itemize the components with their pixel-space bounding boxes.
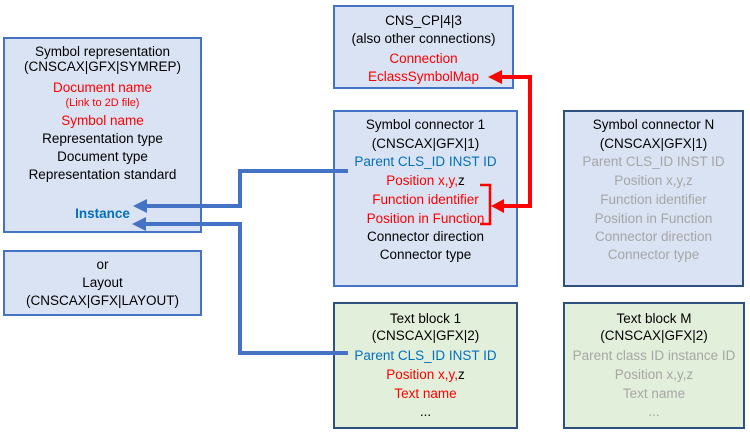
layout-box: or Layout (CNSCAX|GFX|LAYOUT) bbox=[3, 250, 202, 316]
document-type-line: Document type bbox=[57, 149, 148, 164]
representation-standard-line: Representation standard bbox=[28, 167, 177, 182]
connector-type-line-n: Connector type bbox=[607, 247, 700, 262]
representation-type-line: Representation type bbox=[42, 131, 163, 146]
parent-cls-id-line: Parent CLS_ID INST ID bbox=[354, 154, 497, 169]
text-block-1-title: Text block 1 bbox=[389, 311, 462, 326]
link-to-2d-file-note: (Link to 2D file) bbox=[65, 97, 140, 109]
tbm-parent-line: Parent class ID instance ID bbox=[572, 348, 736, 363]
connector-direction-line-n: Connector direction bbox=[594, 229, 713, 244]
symbol-connector-n-subtitle: (CNSCAX|GFX|1) bbox=[599, 136, 708, 151]
layout-title: Layout bbox=[82, 275, 123, 290]
symbol-connector-1-subtitle: (CNSCAX|GFX|1) bbox=[371, 136, 480, 151]
function-identifier-line-n: Function identifier bbox=[600, 192, 707, 207]
symbol-connector-n-box: Symbol connector N (CNSCAX|GFX|1) Parent… bbox=[563, 110, 744, 287]
symbol-representation-title: Symbol representation bbox=[34, 44, 171, 59]
tbm-ellipsis: ... bbox=[648, 404, 660, 419]
text-block-m-box: Text block M (CNSCAX|GFX|2) Parent class… bbox=[563, 302, 745, 429]
cns-cp-note: (also other connections) bbox=[351, 31, 496, 46]
symbol-representation-box: Symbol representation (CNSCAX|GFX|SYMREP… bbox=[3, 37, 202, 233]
text-block-m-subtitle: (CNSCAX|GFX|2) bbox=[600, 328, 708, 343]
tb1-position-z-text: z bbox=[458, 367, 465, 382]
symbol-name-line: Symbol name bbox=[61, 113, 144, 128]
cns-cp-box: CNS_CP|4|3 (also other connections) Conn… bbox=[333, 5, 514, 89]
tb1-position-xyz-line: Position x,y,z bbox=[335, 366, 516, 384]
tbm-text-name-line: Text name bbox=[622, 386, 686, 401]
parent-cls-id-line-n: Parent CLS_ID INST ID bbox=[582, 154, 725, 169]
eclass-symbol-map-line: EclassSymbolMap bbox=[367, 69, 480, 84]
position-xyz-line-n: Position x,y,z bbox=[614, 173, 693, 188]
or-label: or bbox=[96, 257, 109, 272]
text-block-1-box: Text block 1 (CNSCAX|GFX|2) Parent CLS_I… bbox=[333, 302, 518, 429]
connector-type-line: Connector type bbox=[379, 247, 472, 262]
position-in-function-line-n: Position in Function bbox=[594, 211, 713, 226]
position-xyz-line: Position x,y,z bbox=[335, 172, 516, 190]
tbm-position-xyz-line: Position x,y,z bbox=[614, 367, 694, 382]
text-block-m-title: Text block M bbox=[616, 311, 692, 326]
position-z-text: z bbox=[458, 173, 465, 188]
text-block-1-subtitle: (CNSCAX|GFX|2) bbox=[371, 328, 480, 343]
function-identifier-line: Function identifier bbox=[372, 192, 479, 207]
position-in-function-line: Position in Function bbox=[366, 211, 485, 226]
tb1-ellipsis: ... bbox=[419, 404, 432, 419]
layout-subtitle: (CNSCAX|GFX|LAYOUT) bbox=[25, 293, 180, 308]
connector-direction-line: Connector direction bbox=[366, 229, 485, 244]
symbol-representation-subtitle: (CNSCAX|GFX|SYMREP) bbox=[23, 59, 182, 74]
symbol-connector-1-box: Symbol connector 1 (CNSCAX|GFX|1) Parent… bbox=[333, 110, 518, 287]
symbol-connector-1-title: Symbol connector 1 bbox=[365, 117, 486, 132]
instance-line: Instance bbox=[75, 206, 130, 221]
connection-line: Connection bbox=[389, 51, 458, 66]
tb1-position-xy-text: Position x,y, bbox=[386, 367, 459, 382]
tb1-parent-cls-id-line: Parent CLS_ID INST ID bbox=[354, 348, 497, 363]
document-name-line: Document name bbox=[52, 80, 153, 95]
position-xy-text: Position x,y, bbox=[386, 173, 459, 188]
cns-cp-title: CNS_CP|4|3 bbox=[385, 13, 462, 28]
tb1-text-name-line: Text name bbox=[394, 386, 457, 401]
symbol-connector-n-title: Symbol connector N bbox=[592, 117, 715, 132]
